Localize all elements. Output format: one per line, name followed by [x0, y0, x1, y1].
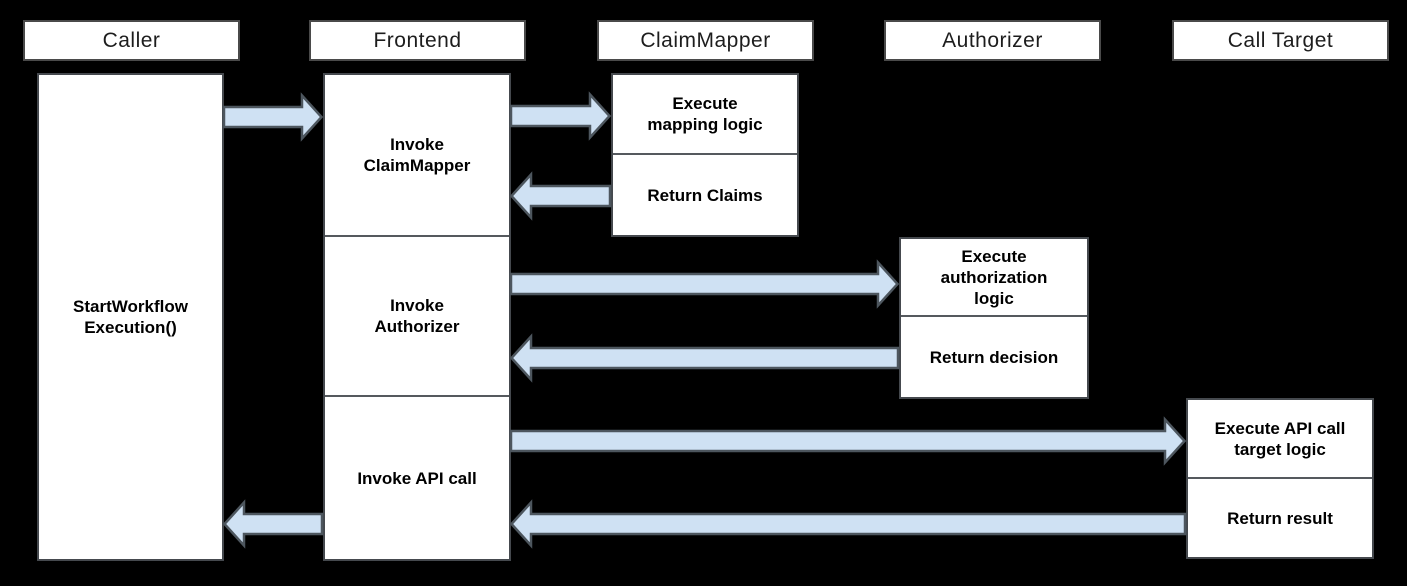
frontend-step-invoke-api-call: Invoke API call [357, 468, 477, 488]
lane-header-frontend: Frontend [309, 20, 526, 61]
call-target-activation-box: Execute API call target logic Return res… [1186, 398, 1374, 559]
frontend-step-invoke-claimmapper: Invoke ClaimMapper [325, 75, 509, 237]
lane-header-call-target: Call Target [1172, 20, 1389, 61]
arrow-authorizer-to-frontend [509, 333, 900, 383]
claimmapper-step-execute-mapping-logic: Execute mapping logic [613, 75, 797, 155]
arrow-claimmapper-to-frontend [509, 171, 612, 221]
arrow-frontend-to-call-target [509, 416, 1187, 466]
caller-activation-box: StartWorkflow Execution() [37, 73, 224, 561]
call-target-step-execute-api-call-target-logic: Execute API call target logic [1188, 400, 1372, 479]
arrow-frontend-to-caller [222, 499, 324, 549]
arrow-call-target-to-frontend [509, 499, 1187, 549]
frontend-step-invoke-authorizer: Invoke Authorizer [325, 237, 509, 397]
arrow-frontend-to-authorizer [509, 259, 900, 309]
arrow-frontend-to-claimmapper [509, 91, 612, 141]
lane-header-claimmapper: ClaimMapper [597, 20, 814, 61]
frontend-activation-box: Invoke ClaimMapper Invoke Authorizer Inv… [323, 73, 511, 561]
lane-header-authorizer: Authorizer [884, 20, 1101, 61]
claimmapper-step-return-claims: Return Claims [647, 185, 763, 205]
claimmapper-activation-box: Execute mapping logic Return Claims [611, 73, 799, 237]
lane-header-caller: Caller [23, 20, 240, 61]
authorizer-step-return-decision: Return decision [929, 347, 1059, 367]
arrow-caller-to-frontend [222, 92, 324, 142]
call-target-step-return-result: Return result [1227, 508, 1333, 528]
caller-step-startworkflowexecution: StartWorkflow Execution() [73, 297, 188, 337]
authorizer-activation-box: Execute authorization logic Return decis… [899, 237, 1089, 399]
authorizer-step-execute-authorization-logic: Execute authorization logic [901, 239, 1087, 317]
